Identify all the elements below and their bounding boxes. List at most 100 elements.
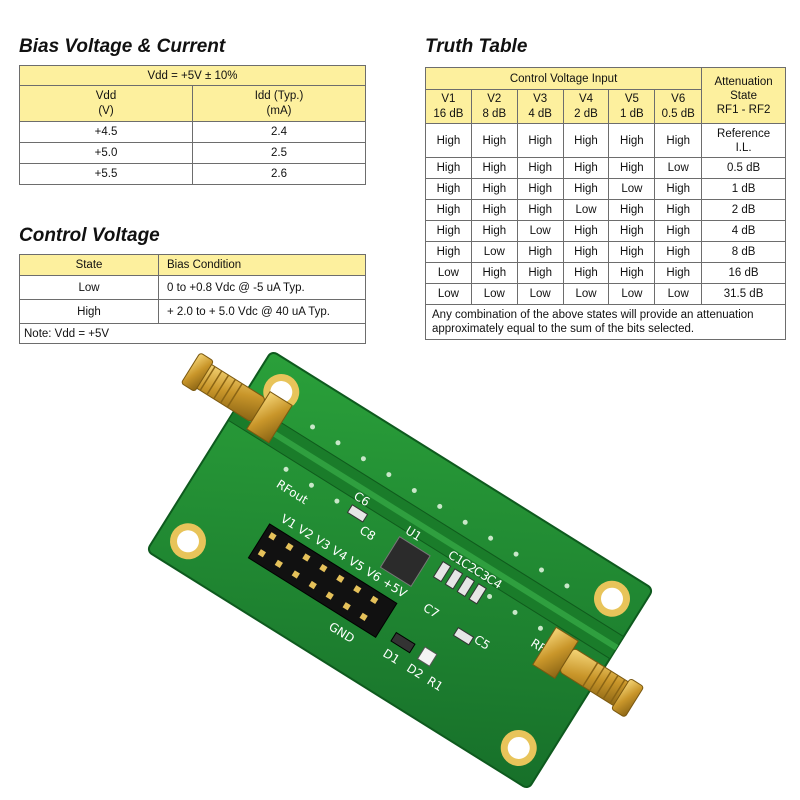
truth-atten-value: 4 dB xyxy=(731,225,756,237)
attenuator-chip xyxy=(379,536,431,588)
bias-table: Vdd = +5V ± 10% Vdd (V) Idd (Typ.) (mA) … xyxy=(19,65,366,185)
truth-state-cell: High xyxy=(562,123,610,158)
truth-atten-header-line2: State xyxy=(730,89,757,102)
truth-state-cell: High xyxy=(654,178,703,200)
truth-state-cell: High xyxy=(608,262,656,284)
truth-col-name: V2 xyxy=(487,92,502,105)
capacitor xyxy=(346,504,369,523)
bias-col-vdd-header: Vdd (V) xyxy=(19,85,193,122)
truth-note-line1: Any combination of the above states will… xyxy=(432,309,754,321)
truth-atten-cell: 16 dB xyxy=(701,262,786,284)
truth-state-cell: Low xyxy=(654,283,703,305)
table-row: High + 2.0 to + 5.0 Vdc @ 40 uA Typ. xyxy=(19,299,366,324)
control-table: State Bias Condition Low 0 to +0.8 Vdc @… xyxy=(19,254,366,344)
truth-col-value: 0.5 dB xyxy=(661,107,695,120)
truth-col-name: V3 xyxy=(533,92,548,105)
truth-state-cell: High xyxy=(516,123,564,158)
truth-col-value: 8 dB xyxy=(482,107,507,120)
mounting-hole xyxy=(169,523,206,560)
truth-state-cell: Low xyxy=(516,220,564,242)
rf-microstrip xyxy=(233,406,619,651)
truth-state-cell: High xyxy=(654,241,703,263)
truth-atten-cell: 0.5 dB xyxy=(701,157,786,179)
truth-atten-value-line2: I.L. xyxy=(735,141,752,154)
truth-col-header: V2 8 dB xyxy=(470,89,518,124)
control-note: Note: Vdd = +5V xyxy=(19,323,366,344)
bias-vdd-cell: +5.5 xyxy=(19,163,193,185)
truth-state-cell: High xyxy=(608,241,656,263)
bias-vdd-cell: +4.5 xyxy=(19,121,193,143)
table-row: +5.5 2.6 xyxy=(19,163,366,185)
mounting-hole xyxy=(594,580,631,617)
control-section-title: Control Voltage xyxy=(19,225,160,246)
truth-atten-cell: 8 dB xyxy=(701,241,786,263)
truth-state-cell: High xyxy=(425,199,472,221)
truth-atten-header-line1: Attenuation xyxy=(714,75,773,88)
truth-state-cell: High xyxy=(470,178,518,200)
truth-group-header: Control Voltage Input xyxy=(424,67,703,90)
bias-col-vdd-unit: (V) xyxy=(98,104,114,117)
truth-col-header: V5 1 dB xyxy=(608,89,656,124)
truth-state-cell: High xyxy=(608,199,656,221)
diode xyxy=(390,631,416,654)
truth-state-cell: Low xyxy=(654,157,703,179)
control-col-state-header: State xyxy=(19,254,159,276)
truth-state-cell: High xyxy=(654,199,703,221)
truth-state-cell: High xyxy=(425,123,472,158)
bias-section-title: Bias Voltage & Current xyxy=(19,36,226,57)
control-state-cell: Low xyxy=(19,275,159,300)
pin-header xyxy=(247,523,398,639)
bias-idd-cell: 2.6 xyxy=(192,163,366,185)
capacitor xyxy=(468,583,487,605)
truth-atten-header: Attenuation State RF1 - RF2 xyxy=(701,67,786,124)
truth-state-cell: High xyxy=(562,241,610,263)
truth-atten-cell: 2 dB xyxy=(701,199,786,221)
truth-state-cell: High xyxy=(516,157,564,179)
truth-atten-cell: 4 dB xyxy=(701,220,786,242)
truth-state-cell: Low xyxy=(425,262,472,284)
led xyxy=(416,646,438,667)
truth-state-cell: High xyxy=(608,123,656,158)
truth-state-cell: High xyxy=(562,157,610,179)
truth-atten-value: Reference xyxy=(717,127,771,140)
attenuator-board-illustration: RFout RFin V1 V2 V3 V4 V5 V6 +5V GND C1 … xyxy=(147,351,653,789)
sma-connector-rfout xyxy=(181,353,293,444)
truth-state-cell: Low xyxy=(608,283,656,305)
truth-col-value: 1 dB xyxy=(620,107,644,120)
truth-state-cell: Low xyxy=(470,283,518,305)
bias-col-idd-header: Idd (Typ.) (mA) xyxy=(192,85,366,122)
table-row: Low 0 to +0.8 Vdc @ -5 uA Typ. xyxy=(19,275,366,300)
truth-col-name: V5 xyxy=(624,92,639,105)
truth-atten-value: 16 dB xyxy=(728,267,759,279)
truth-section-title: Truth Table xyxy=(425,36,528,57)
truth-state-cell: Low xyxy=(608,178,656,200)
header-pins xyxy=(257,532,379,621)
truth-state-cell: High xyxy=(608,220,656,242)
bias-col-idd-label: Idd (Typ.) xyxy=(254,89,304,102)
truth-col-value: 2 dB xyxy=(574,107,598,120)
truth-table: Control Voltage Input Attenuation State … xyxy=(424,67,786,340)
truth-state-cell: High xyxy=(516,241,564,263)
control-col-bias-header: Bias Condition xyxy=(158,254,366,276)
truth-state-cell: High xyxy=(425,220,472,242)
truth-col-name: V1 xyxy=(441,92,456,105)
sma-connector-rfin xyxy=(532,626,644,717)
truth-note: Any combination of the above states will… xyxy=(425,304,786,340)
truth-state-cell: Low xyxy=(516,283,564,305)
truth-state-cell: High xyxy=(516,262,564,284)
truth-note-line2: approximately equal to the sum of the bi… xyxy=(432,323,695,335)
bias-idd-cell: 2.5 xyxy=(192,142,366,164)
truth-atten-value: 2 dB xyxy=(731,204,756,216)
table-row: +5.0 2.5 xyxy=(19,142,366,164)
control-condition-cell: 0 to +0.8 Vdc @ -5 uA Typ. xyxy=(158,275,366,300)
truth-state-cell: High xyxy=(562,220,610,242)
truth-col-name: V4 xyxy=(578,92,594,105)
